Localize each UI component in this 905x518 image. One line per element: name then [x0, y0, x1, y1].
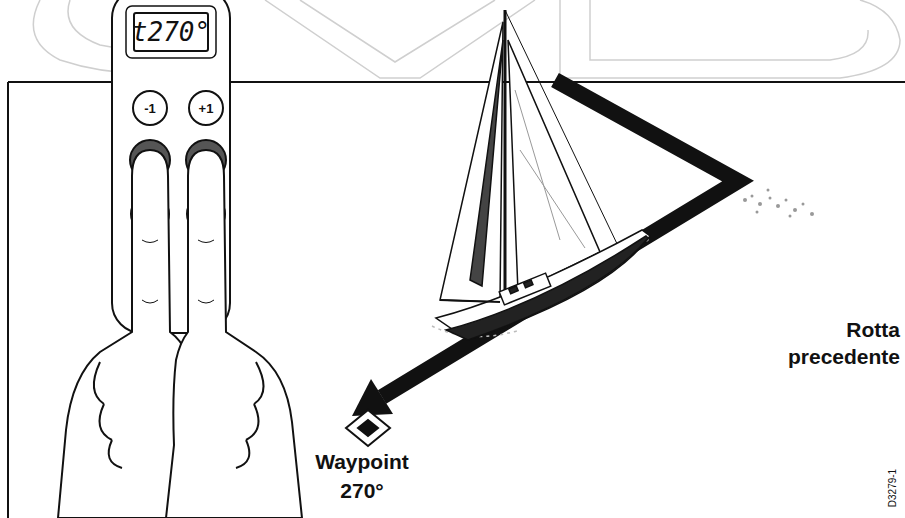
- right-hand-part: [166, 150, 302, 518]
- wake-spray-part: [793, 208, 797, 212]
- wake-spray-part: [810, 212, 814, 216]
- minus-one-button-text: -1: [144, 101, 156, 116]
- sailboat-part: [440, 300, 500, 302]
- wake-spray-part: [758, 202, 762, 206]
- course-label: Rotta precedente: [752, 316, 900, 370]
- right-hand-part: [198, 240, 214, 303]
- wake-spray-part: [767, 189, 770, 192]
- frame: [8, 82, 905, 518]
- sailboat-part: [499, 273, 551, 305]
- watermark-part: [590, 0, 868, 60]
- lcd-display: t270°: [133, 12, 209, 52]
- sailboat-part: [505, 10, 620, 250]
- sailboat-part: [470, 40, 503, 286]
- wake-spray-part: [756, 211, 759, 214]
- plus-one-button-text: +1: [199, 101, 214, 116]
- lcd-display-text: t270°: [132, 17, 210, 47]
- sailboat-part: [440, 22, 503, 302]
- waypoint-symbol-part: [358, 420, 378, 436]
- remote-control-part: [126, 6, 216, 58]
- wake-spray-part: [769, 197, 772, 200]
- minus-one-button: -1: [132, 90, 168, 126]
- previous-course-track-part: [352, 379, 393, 416]
- sailboat-part: [508, 40, 600, 292]
- wake-spray-part: [802, 203, 805, 206]
- right-hand: [166, 150, 302, 518]
- right-hand-part: [236, 362, 264, 468]
- wake-spray-part: [776, 204, 780, 208]
- sailboat-part: [436, 230, 650, 340]
- waypoint-symbol: [346, 410, 390, 446]
- sailboat-part: [524, 280, 533, 288]
- sailboat-part: [515, 90, 585, 248]
- frame-part: [7, 82, 9, 518]
- wake-spray-part: [751, 195, 754, 198]
- wake-spray-part: [743, 198, 747, 202]
- previous-course-track-part: [382, 80, 738, 397]
- figure-code: D3279-1: [887, 453, 899, 518]
- minus-one-button-shape: [133, 91, 167, 125]
- wake-spray: [743, 189, 814, 218]
- watermark-part: [560, 0, 900, 78]
- plus-one-button: +1: [188, 90, 224, 126]
- plus-one-button-shape: [189, 91, 223, 125]
- waypoint-symbol-part: [346, 410, 390, 446]
- left-hand-part: [94, 362, 122, 468]
- wake-spray-part: [785, 199, 788, 202]
- sailboat: [432, 10, 650, 340]
- waypoint-label: Waypoint 270°: [306, 447, 418, 505]
- watermark-part: [300, 0, 495, 62]
- wake-spray-part: [789, 215, 792, 218]
- sailboat-part: [446, 236, 648, 340]
- sailboat-part: [509, 286, 518, 294]
- sailboat-part: [504, 10, 507, 306]
- left-hand-part: [142, 240, 158, 303]
